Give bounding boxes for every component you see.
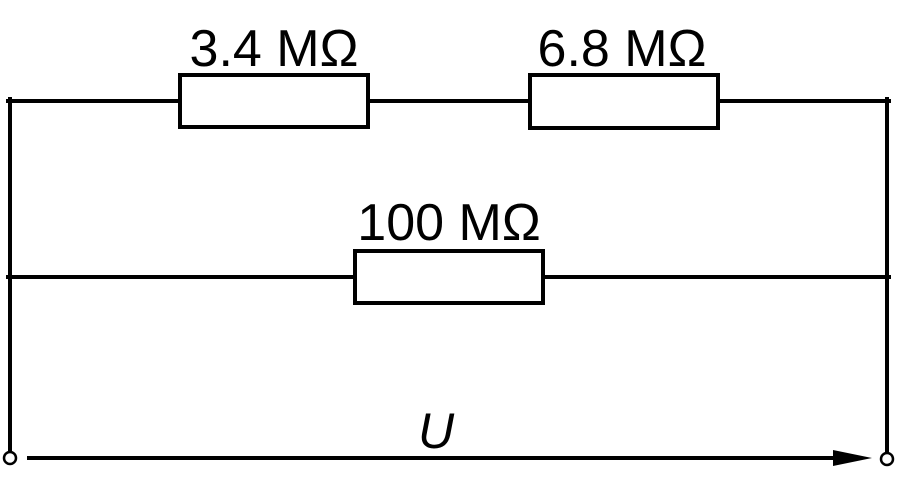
resistor-label-3: 100 MΩ	[357, 194, 540, 252]
terminal-right-icon	[879, 451, 895, 467]
arrowhead-right-icon	[833, 450, 872, 466]
resistor-boxes-group	[178, 73, 720, 305]
resistor-label-2: 6.8 MΩ	[538, 20, 707, 78]
resistor-box-2	[528, 73, 720, 130]
voltage-label: U	[418, 403, 455, 459]
voltage-arrow-group	[2, 450, 895, 467]
resistor-box-3	[353, 249, 545, 305]
terminal-left-icon	[2, 450, 18, 466]
labels-group: 3.4 MΩ 6.8 MΩ 100 MΩ U	[190, 20, 707, 459]
resistor-label-1: 3.4 MΩ	[190, 20, 359, 78]
resistor-box-1	[178, 73, 370, 129]
